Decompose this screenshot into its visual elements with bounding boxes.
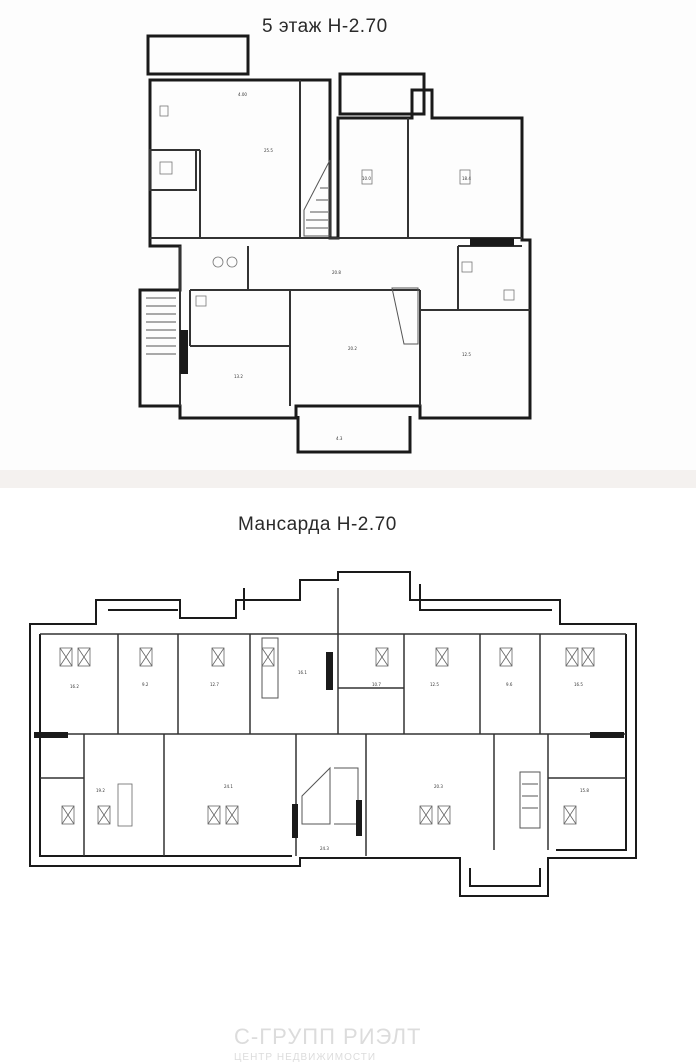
svg-text:25.5: 25.5 <box>264 148 273 153</box>
stairs-mansard <box>261 637 541 829</box>
watermark-company-name: С-ГРУПП РИЭЛТ <box>234 1024 422 1049</box>
svg-text:24.1: 24.1 <box>224 784 233 789</box>
dimension-labels-mansard: 16.2 9.2 12.7 16.1 10.7 12.5 9.6 16.5 19… <box>70 670 589 851</box>
watermark-tagline: ЦЕНТР НЕДВИЖИМОСТИ <box>234 1052 377 1063</box>
outer-walls-5th <box>138 34 532 454</box>
svg-text:9.2: 9.2 <box>142 682 149 687</box>
svg-text:20.8: 20.8 <box>332 270 341 275</box>
outer-walls-mansard <box>29 571 637 897</box>
inner-walls-mansard <box>40 588 626 856</box>
wall-fills-5th <box>180 238 514 374</box>
svg-text:24.3: 24.3 <box>320 846 329 851</box>
svg-text:10.7: 10.7 <box>372 682 381 687</box>
wall-fills-mansard <box>34 652 624 838</box>
svg-text:9.6: 9.6 <box>506 682 513 687</box>
section-divider <box>0 470 696 488</box>
svg-text:4.00: 4.00 <box>238 92 247 97</box>
floor-plan-mansard-drawing: 16.2 9.2 12.7 16.1 10.7 12.5 9.6 16.5 19… <box>29 571 637 897</box>
svg-text:12.7: 12.7 <box>210 682 219 687</box>
svg-text:10.0: 10.0 <box>362 176 371 181</box>
floor-plan-5th-floor: 5 этаж Н-2.70 <box>0 0 696 470</box>
svg-text:18.4: 18.4 <box>462 176 471 181</box>
fixtures-5th <box>159 105 515 307</box>
svg-text:16.2: 16.2 <box>70 684 79 689</box>
floor-title-mansard: Мансарда Н-2.70 <box>238 514 397 535</box>
stairs-5th <box>146 159 419 355</box>
floor-title-5th: 5 этаж Н-2.70 <box>262 16 388 37</box>
svg-text:13.2: 13.2 <box>234 374 243 379</box>
svg-text:19.2: 19.2 <box>96 788 105 793</box>
svg-text:15.8: 15.8 <box>580 788 589 793</box>
svg-text:16.5: 16.5 <box>574 682 583 687</box>
svg-text:20.3: 20.3 <box>434 784 443 789</box>
svg-text:4.3: 4.3 <box>336 436 343 441</box>
skylights-mansard <box>59 647 595 827</box>
svg-text:20.2: 20.2 <box>348 346 357 351</box>
svg-text:12.5: 12.5 <box>430 682 439 687</box>
dimension-labels-5th: 4.00 25.5 10.0 18.4 20.8 20.2 12.5 13.2 … <box>234 92 471 441</box>
svg-text:12.5: 12.5 <box>462 352 471 357</box>
floor-plan-mansard: Мансарда Н-2.70 <box>0 488 696 1063</box>
floor-plan-5th-drawing: 4.00 25.5 10.0 18.4 20.8 20.2 12.5 13.2 … <box>138 34 532 454</box>
svg-text:16.1: 16.1 <box>298 670 307 675</box>
